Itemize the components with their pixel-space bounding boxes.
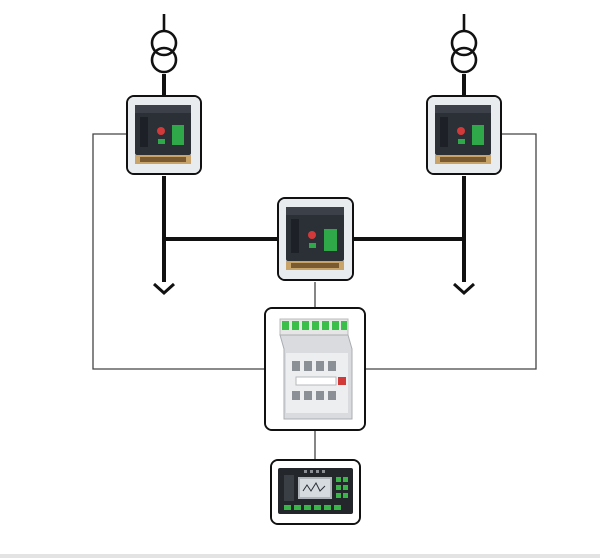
breaker-left-card[interactable] (126, 95, 202, 175)
transformer-left-icon (150, 14, 178, 74)
display-panel-card[interactable] (270, 459, 361, 525)
load-arrow-left-icon (152, 282, 176, 296)
bus-tie-breaker-card[interactable] (277, 197, 354, 281)
control-wire-left (92, 133, 264, 370)
controller-module-icon (266, 309, 364, 429)
circuit-breaker-icon (279, 199, 352, 279)
control-wiring (92, 133, 537, 459)
ats-controller-card[interactable] (264, 307, 366, 431)
load-arrows (152, 282, 476, 296)
transformer-right-icon (450, 14, 478, 74)
lcd-panel-icon (272, 461, 359, 523)
breaker-right-card[interactable] (426, 95, 502, 175)
bottom-border (0, 554, 600, 558)
load-arrow-right-icon (452, 282, 476, 296)
circuit-breaker-icon (128, 97, 200, 173)
control-wire-right (366, 133, 537, 370)
circuit-breaker-icon (428, 97, 500, 173)
